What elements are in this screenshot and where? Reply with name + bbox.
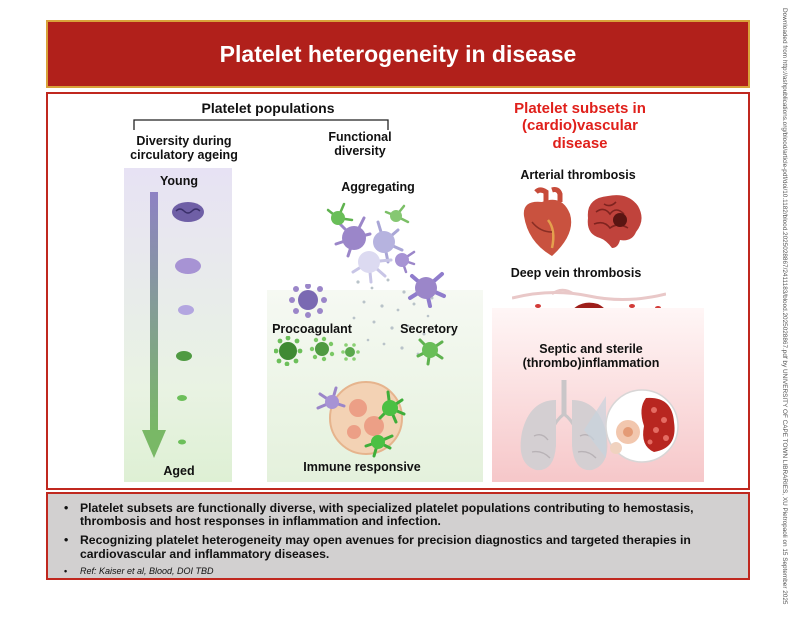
procoagulant-green-platelets	[274, 336, 360, 366]
brain-icon	[587, 195, 642, 248]
infection-zoom-icon	[584, 389, 679, 463]
populations-bracket	[133, 119, 389, 130]
title-bar: Platelet heterogeneity in disease	[46, 20, 750, 88]
ageing-arrow	[142, 192, 166, 458]
ageing-label: Diversity during circulatory ageing	[130, 134, 238, 163]
secretory-label: Secretory	[400, 322, 458, 336]
aggregating-cluster-icon	[326, 202, 416, 284]
young-label: Young	[160, 174, 198, 188]
secretory-platelet-icon-green	[416, 338, 444, 366]
summary-point-1: Platelet subsets are functionally divers…	[60, 501, 736, 528]
functional-label: Functional diversity	[328, 130, 392, 159]
aged-label: Aged	[163, 464, 195, 478]
septic-inflammation-label: Septic and sterile (thrombo)inflammation	[522, 342, 660, 371]
page-title: Platelet heterogeneity in disease	[219, 40, 577, 67]
ageing-platelets	[172, 202, 204, 445]
disease-heading: Platelet subsets in (cardio)vascular dis…	[514, 100, 646, 152]
heart-icon	[523, 187, 572, 256]
summary-reference: Ref: Kaiser et al, Blood, DOI TBD	[60, 566, 736, 577]
ageing-column	[124, 168, 232, 482]
immune-responsive-cell-icon	[316, 381, 406, 458]
populations-heading: Platelet populations	[201, 100, 335, 116]
secretory-platelet-icon-purple	[408, 272, 446, 308]
dvt-label: Deep vein thrombosis	[510, 266, 642, 280]
immune-responsive-label: Immune responsive	[303, 460, 421, 474]
main-panel: Platelet populations Diversity during ci…	[46, 92, 750, 490]
aggregating-label: Aggregating	[341, 180, 415, 194]
summary-box: Platelet subsets are functionally divers…	[46, 492, 750, 580]
procoagulant-platelet-icon	[289, 284, 327, 318]
arterial-thrombosis-label: Arterial thrombosis	[520, 168, 636, 182]
summary-point-2: Recognizing platelet heterogeneity may o…	[60, 534, 736, 561]
procoagulant-label: Procoagulant	[272, 322, 352, 336]
download-watermark: Downloaded from http://ashpublications.o…	[781, 8, 788, 605]
